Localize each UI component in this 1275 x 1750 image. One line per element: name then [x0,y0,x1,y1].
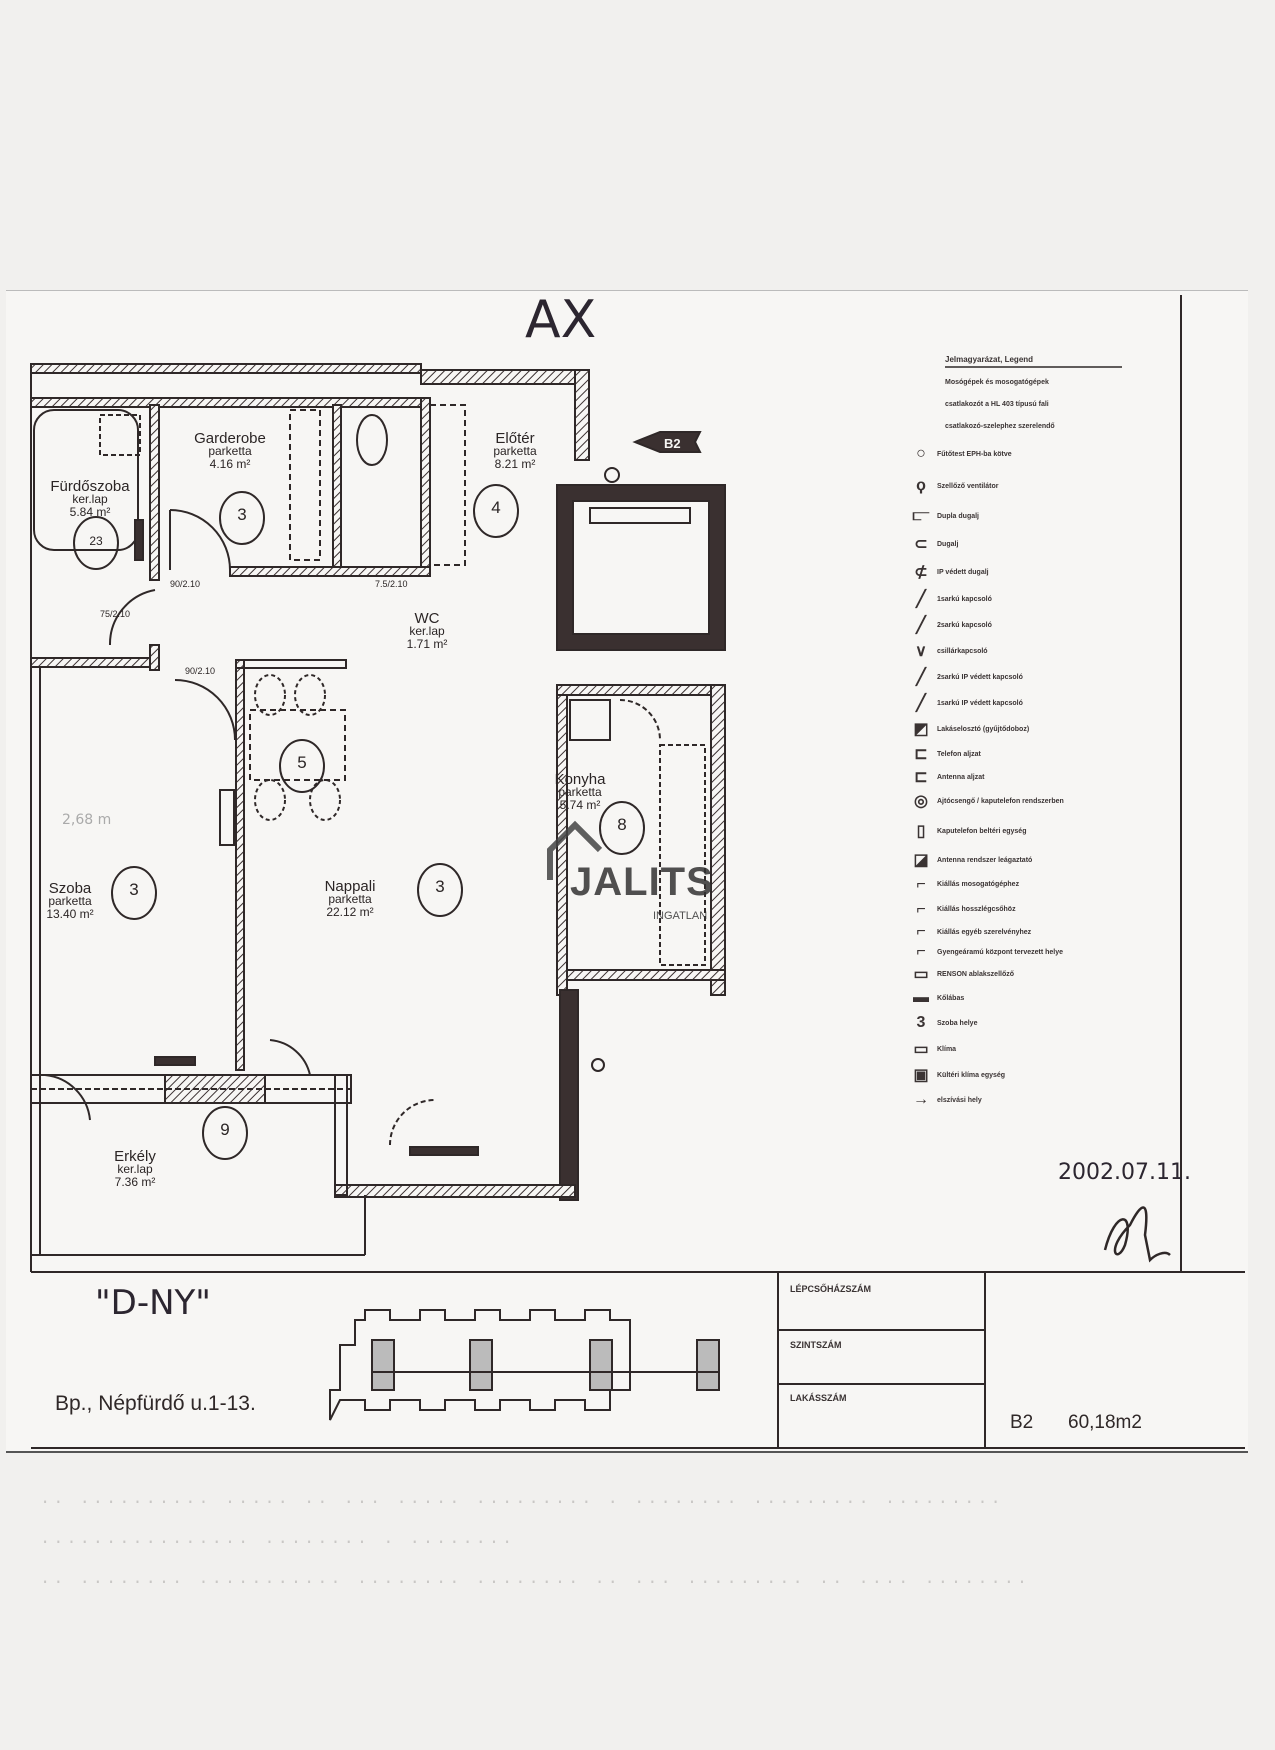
bleed-through-text: ................ ........ . ........ [40,1530,516,1549]
unit-code: B2 [1010,1412,1034,1433]
ip-socket-icon: ⊄ [914,564,928,581]
handwritten-height: 2,68 m [62,812,112,828]
legend-item: Klíma [937,1045,957,1053]
legend: Jelmagyarázat, Legend Mosógépek és mosog… [905,355,1170,1112]
legend-item: Szellőző ventilátor [937,482,999,490]
legend-item: csatlakozó-szelephez szerelendő [945,423,1055,430]
legend-item: Kültéri klíma egység [937,1071,1006,1079]
level-number-label: SZINTSZÁM [790,1340,842,1350]
legend-item: Antenna rendszer leágaztató [937,856,1033,864]
doorbell-icon: ◎ [914,793,928,810]
legend-item: elszívási hely [937,1096,982,1104]
ac-icon: ▭ [913,1041,929,1058]
outlet-icon: ⌐ [916,900,926,918]
logo-text: JALITS [570,860,714,904]
legend-item: Antenna aljzat [937,773,985,781]
phone-jack-icon: ⊏ [914,746,928,763]
handwritten-mark: AX [525,290,597,350]
switch-icon: ╱ [916,695,926,712]
legend-item: Gyengeáramú központ tervezett helye [937,948,1064,956]
marker: 3 [129,880,139,899]
date-stamp: 2002.07.11. [1058,1160,1191,1185]
stair-number-label: LÉPCSŐHÁZSZÁM [790,1284,871,1294]
vent-icon: ▭ [913,966,929,983]
legend-item: Szoba helye [937,1019,978,1027]
legend-item: IP védett dugalj [937,568,989,576]
socket-icon: ⊂ [914,536,928,553]
bleed-through-text: .. ........ ........... ........ .......… [40,1570,1031,1589]
legend-item: Kiállás mosogatógéphez [937,881,1020,888]
orientation-note: "D-NY" [95,1283,211,1323]
house-logo-icon [547,820,603,880]
bleed-through-text: .. .......... ..... .. ... ..... .......… [40,1490,1004,1509]
legend-item: Fűtőtest EPH-ba kötve [937,450,1012,458]
outlet-icon: ⌐ [916,875,926,893]
distribution-box-icon: ◩ [913,721,929,738]
fan-icon: ϙ [916,477,926,494]
legend-item: Dupla dugalj [937,512,979,520]
legend-item: 1sarkú IP védett kapcsoló [937,699,1023,707]
outlet-icon: ⌐ [916,943,926,960]
marker: 3 [435,877,445,896]
legend-item: Mosógépek és mosogatógépek [945,379,1049,386]
legend-item: 2sarkú kapcsoló [937,621,992,629]
legend-item: 1sarkú kapcsoló [937,595,992,603]
signature [1103,1206,1171,1263]
marker: 4 [491,498,501,517]
marker: 9 [220,1120,230,1139]
ac-outdoor-icon: ▣ [913,1067,929,1084]
antenna-splitter-icon: ◪ [913,852,929,869]
marker: 23 [89,534,103,548]
door-label: 90/2.10 [170,579,201,589]
logo-subtext: INGATLAN [653,910,708,922]
legend-item: csatlakozót a HL 403 típusú fali [945,401,1049,408]
legend-item: Dugalj [937,540,959,548]
legend-item: Kaputelefon beltéri egység [937,827,1027,835]
floor-plan-sheet [6,290,1248,1453]
legend-item: RENSON ablakszellőző [937,970,1015,978]
key-plan [329,1309,631,1421]
door-label: 75/2.10 [100,609,131,619]
legend-item: Kőlábas [937,994,965,1002]
marker: 5 [297,753,307,772]
unit-area: 60,18m2 [1068,1412,1142,1433]
marker: 8 [617,815,627,834]
chandelier-switch-icon: ∨ [915,643,927,660]
legend-item: Ajtócsengő / kaputelefon rendszerben [937,797,1064,805]
intercom-icon: ▯ [916,823,926,840]
switch-icon: ╱ [916,669,926,686]
outlet-icon: ⌐ [916,923,926,940]
legend-item: Telefon aljzat [937,750,981,758]
switch-icon: ╱ [916,591,926,608]
legend-title: Jelmagyarázat, Legend [945,355,1034,364]
antenna-jack-icon: ⊏ [914,769,928,786]
arrow-icon: → [913,1091,929,1108]
legend-item: Kiállás egyéb szerelvényhez [937,928,1032,936]
door-label: 90/2.10 [185,666,216,676]
apartment-tag: B2 [664,436,681,451]
legend-item: csillárkapcsoló [937,647,988,655]
sill-icon: ▬ [913,989,929,1006]
unit-number-label: LAKÁSSZÁM [790,1393,847,1403]
legend-item: 2sarkú IP védett kapcsoló [937,673,1023,681]
radiator-icon: ○ [916,445,926,462]
legend-item: Lakáselosztó (gyűjtődoboz) [937,725,1030,733]
address: Bp., Népfürdő u.1-13. [55,1392,256,1415]
door-label: 7.5/2.10 [375,579,408,589]
switch-icon: ╱ [916,617,926,634]
legend-item: Kiállás hosszlégcsőhöz [937,906,1016,913]
marker: 3 [237,505,247,524]
double-socket-icon: ⫍ [912,507,930,524]
number-3-icon: 3 [916,1014,926,1031]
